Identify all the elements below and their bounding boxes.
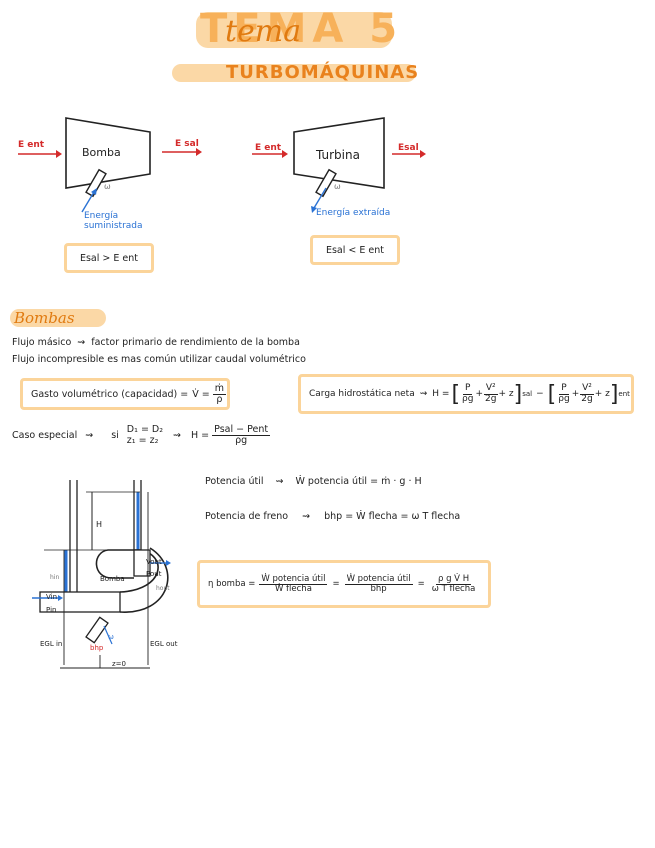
- turbine-relation-box: Esal < E ent: [310, 235, 400, 265]
- page-subtitle: TURBOMÁQUINAS: [226, 62, 420, 83]
- potencia-freno-expr: bhp = Ẇ flecha = ω T flecha: [324, 511, 461, 522]
- gasto-fraction: ṁ ρ: [212, 382, 226, 405]
- schematic-pout: Pout: [146, 570, 162, 578]
- pump-relation-box: Esal > E ent: [64, 243, 154, 273]
- caso-fraction: Psal − Pent ρg: [212, 423, 271, 446]
- squiggle-arrow-icon: ⇝: [419, 389, 428, 399]
- schematic-omega: ω: [108, 633, 114, 641]
- flujo-masico-line: Flujo másico ⇝ factor primario de rendim…: [12, 337, 300, 348]
- turbine-shaft: [315, 168, 337, 198]
- caso-cond2: z₁ = z₂: [126, 435, 159, 446]
- caso-especial: Caso especial ⇝ si D₁ = D₂ z₁ = z₂ ⇝ H =…: [12, 423, 271, 446]
- schematic-vin: Vin: [46, 593, 58, 601]
- potencia-util: Potencia útil ⇝ Ẇ potencia útil = ṁ · g …: [205, 476, 422, 487]
- gasto-label: Gasto volumétrico (capacidad) =: [31, 388, 189, 400]
- flujo-incompresible-line: Flujo incompresible es mas común utiliza…: [12, 354, 306, 365]
- caso-cond1: D₁ = D₂: [126, 424, 164, 435]
- schematic-hout: hout: [156, 585, 170, 592]
- page-title: TEMA 5: [200, 6, 404, 52]
- potencia-freno: Potencia de freno ⇝ bhp = Ẇ flecha = ω T…: [205, 511, 460, 522]
- squiggle-arrow-icon: ⇝: [302, 511, 311, 522]
- pump-energy-label: Energía suministrada: [84, 211, 143, 231]
- squiggle-arrow-icon: ⇝: [85, 429, 94, 441]
- carga-label: Carga hidrostática neta: [309, 389, 415, 399]
- turbine-shape: [293, 117, 385, 189]
- pump-shaft: [85, 168, 107, 198]
- pump-shape: [65, 117, 151, 189]
- pump-e-in: E ent: [18, 140, 45, 150]
- schematic-pin: Pin: [46, 606, 57, 614]
- turbine-label: Turbina: [316, 148, 360, 162]
- turbine-omega: ω: [334, 182, 341, 191]
- schematic-hin: hin: [50, 574, 60, 581]
- eta-lhs: η bomba =: [208, 579, 256, 589]
- turbine-energy-label: Energía extraída: [316, 208, 391, 218]
- page-title-script: tema: [225, 14, 302, 49]
- schematic-egl-out: EGL out: [150, 640, 178, 648]
- potencia-util-label: Potencia útil: [205, 476, 264, 487]
- pump-energy-arrow: [81, 191, 95, 213]
- gasto-lhs: V̇ =: [192, 388, 210, 400]
- bombas-heading: Bombas: [14, 309, 75, 327]
- potencia-freno-label: Potencia de freno: [205, 511, 289, 522]
- pump-omega: ω: [104, 182, 111, 191]
- squiggle-arrow-icon: ⇝: [173, 429, 182, 441]
- caso-label: Caso especial: [12, 429, 78, 441]
- squiggle-arrow-icon: ⇝: [77, 337, 86, 348]
- carga-H: H =: [432, 389, 450, 399]
- pump-schematic: [32, 480, 171, 669]
- subtitle-highlight: [172, 64, 416, 82]
- potencia-util-expr: Ẇ potencia útil = ṁ · g · H: [295, 476, 422, 487]
- title-highlight: [196, 12, 392, 48]
- schematic-vout: Vout: [146, 558, 162, 566]
- turbine-e-in: E ent: [255, 143, 282, 153]
- schematic-H: H: [96, 520, 103, 529]
- turbine-e-out: Esal: [398, 143, 419, 153]
- caso-si: si: [111, 429, 119, 441]
- schematic-egl-in: EGL in: [40, 640, 63, 648]
- pump-label: Bomba: [82, 146, 121, 159]
- pump-e-out: E sal: [175, 139, 199, 149]
- turbine-energy-arrow: [313, 187, 327, 209]
- flujo-masico-label: Flujo másico: [12, 337, 72, 348]
- schematic-bhp: bhp: [90, 644, 104, 652]
- top-diagrams: [18, 117, 426, 213]
- gasto-box: Gasto volumétrico (capacidad) = V̇ = ṁ ρ: [20, 378, 230, 410]
- caso-H: H =: [191, 429, 210, 441]
- schematic-z0: z=0: [112, 660, 126, 668]
- schematic-bomba: Bomba: [100, 575, 125, 583]
- flujo-masico-desc: factor primario de rendimiento de la bom…: [91, 337, 300, 348]
- bombas-heading-highlight: [10, 309, 106, 327]
- squiggle-arrow-icon: ⇝: [275, 476, 284, 487]
